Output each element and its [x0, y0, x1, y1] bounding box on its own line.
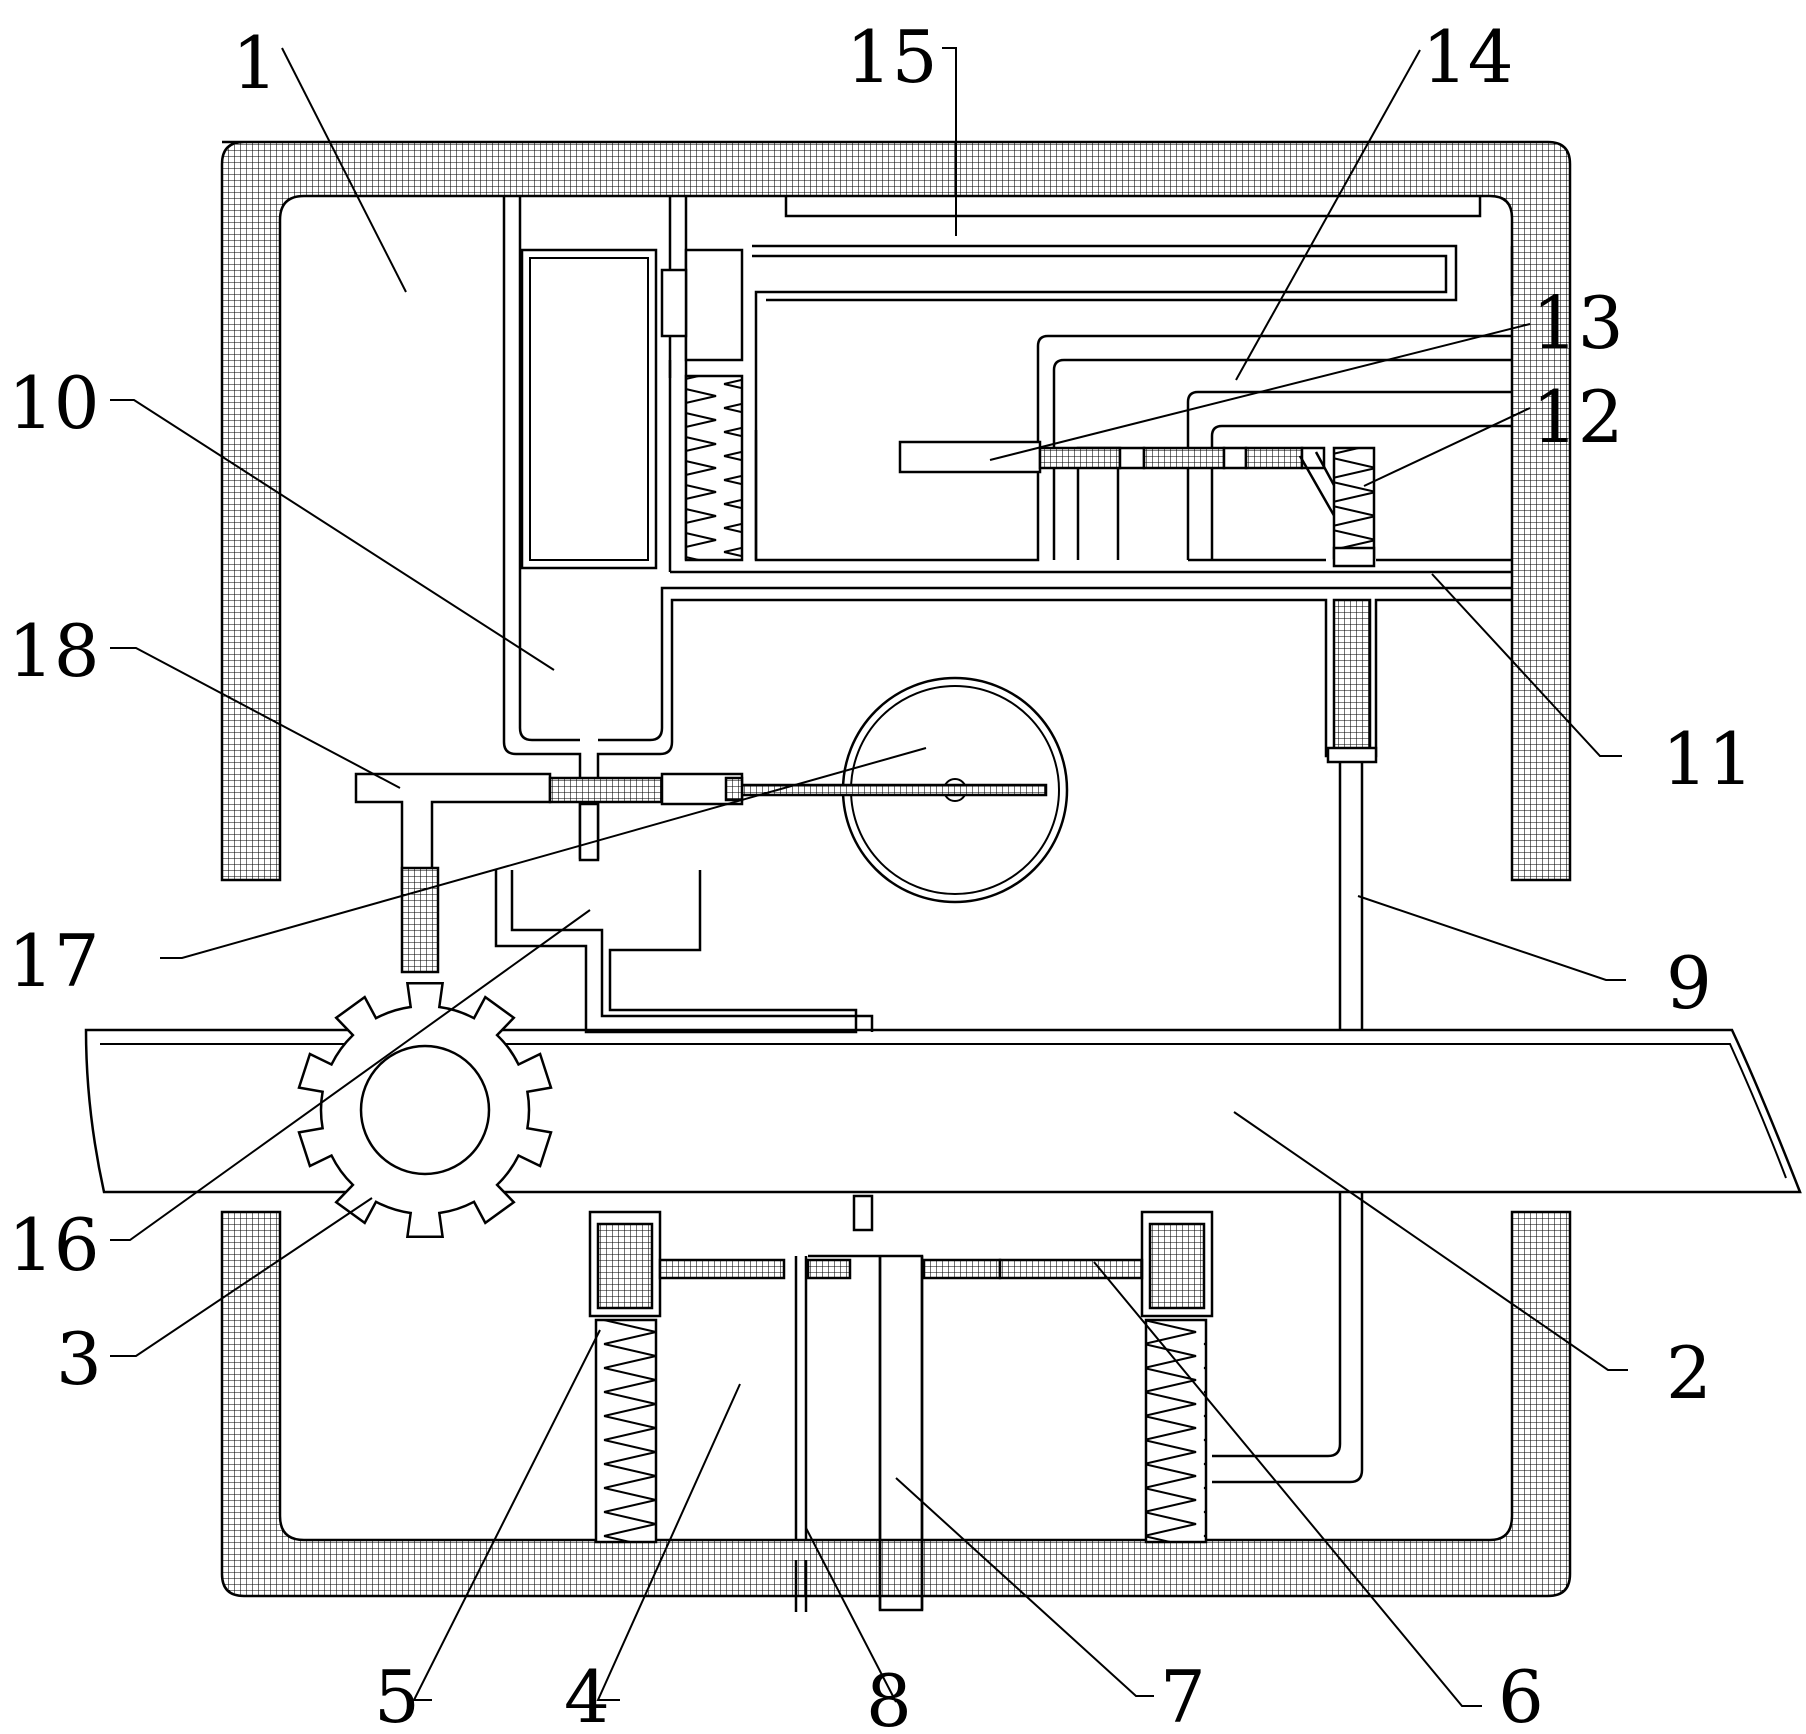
label-1: 1 — [232, 21, 278, 105]
label-14: 14 — [1422, 15, 1514, 99]
label-6: 6 — [1498, 1655, 1544, 1734]
pipe-9 — [1326, 598, 1378, 1030]
label-9: 9 — [1666, 941, 1712, 1025]
label-8: 8 — [866, 1659, 912, 1734]
label-2: 2 — [1666, 1331, 1712, 1415]
gear-hub — [359, 1044, 491, 1176]
label-13: 13 — [1532, 281, 1624, 365]
label-3: 3 — [56, 1317, 102, 1401]
label-11: 11 — [1662, 717, 1754, 801]
leader-lines — [110, 47, 1628, 1707]
rod-13 — [898, 440, 1370, 555]
label-17: 17 — [8, 919, 100, 1003]
label-5: 5 — [374, 1655, 420, 1734]
callout-labels: 1 2 3 4 5 6 7 8 9 10 11 12 13 14 15 16 1… — [8, 15, 1754, 1734]
main-shaft-2 — [84, 1028, 1802, 1194]
linkage-16 — [494, 870, 874, 1034]
gear-3 — [297, 981, 553, 1239]
upper-chamber — [502, 196, 1514, 860]
label-18: 18 — [8, 609, 100, 693]
label-12: 12 — [1532, 375, 1624, 459]
label-10: 10 — [8, 361, 100, 445]
housing-frame — [220, 140, 1572, 1598]
slider-18 — [354, 772, 744, 974]
lower-chamber — [588, 1192, 1364, 1612]
label-16: 16 — [8, 1203, 100, 1287]
label-7: 7 — [1160, 1655, 1206, 1734]
label-4: 4 — [564, 1655, 610, 1734]
spring-12 — [1332, 446, 1376, 568]
label-15: 15 — [846, 15, 938, 99]
